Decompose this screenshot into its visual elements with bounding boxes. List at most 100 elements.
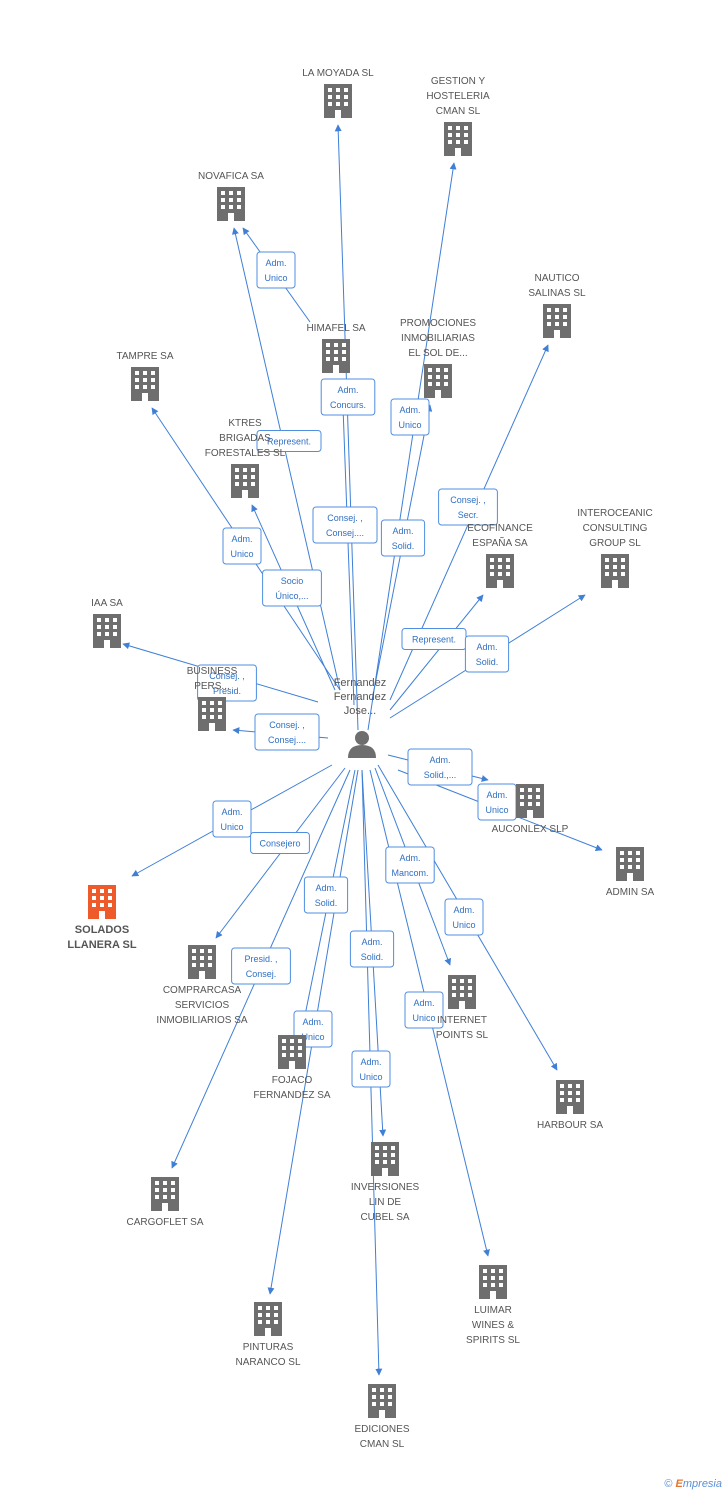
edge-label-text: Adm. [265, 258, 286, 268]
company-node-admin[interactable]: ADMIN SA [606, 847, 655, 898]
edge-label-text: Consej. , [450, 495, 486, 505]
company-node-iaa[interactable]: IAA SA [91, 598, 123, 648]
edge-label-solados[interactable]: Adm.Unico [212, 800, 252, 838]
company-node-novafica[interactable]: NOVAFICA SA [198, 171, 264, 221]
company-name: ESPAÑA SA [472, 536, 528, 549]
edge-label-internet-points[interactable]: Adm.Mancom. [385, 846, 435, 884]
edge-label-promociones[interactable]: Adm.Solid. [380, 519, 426, 557]
edge-label-admin[interactable]: Adm.Unico [477, 783, 517, 821]
company-node-tampre[interactable]: TAMPRE SA [116, 351, 174, 401]
company-name: PROMOCIONES [400, 318, 476, 329]
edge-label-novafica-himafel[interactable]: Adm.Unico [256, 251, 296, 289]
edge-label-box [407, 748, 473, 786]
edge-label-text: Unico [301, 1032, 324, 1042]
building-icon [93, 614, 121, 648]
edge-label-layer: Adm.Concurs.Adm.UnicoRepresent.Adm.Unico… [197, 251, 517, 1088]
company-name: LUIMAR [474, 1305, 512, 1316]
building-icon [616, 847, 644, 881]
edge-label-text: Consej. , [269, 720, 305, 730]
edge-label-comprarcasa[interactable]: Consejero [250, 832, 310, 854]
company-name: EL SOL DE... [408, 348, 467, 359]
edge-label-box [390, 398, 430, 436]
edge-line-ecofinance [389, 594, 484, 711]
edge-label-text: Presid. [213, 686, 241, 696]
edge-label-text: Adm. [221, 807, 242, 817]
edge-label-himafel[interactable]: Consej. ,Consej.... [312, 506, 378, 544]
company-name: SOLADOS [75, 924, 129, 936]
edge-label-auconlex[interactable]: Adm.Solid.,... [407, 748, 473, 786]
company-node-himafel[interactable]: HIMAFEL SA [306, 323, 366, 373]
edge-label-text: Consej. , [209, 671, 245, 681]
edge-label-la-moyada[interactable]: Adm.Concurs. [320, 378, 376, 416]
building-icon [424, 364, 452, 398]
edge-label-text: Secr. [458, 510, 479, 520]
company-node-auconlex[interactable]: AUCONLEX SLP [492, 784, 569, 835]
company-name: BUSINESS [187, 666, 238, 677]
edge-label-text: Unico [359, 1072, 382, 1082]
edge-label-text: Consej.... [268, 735, 306, 745]
company-node-business[interactable]: BUSINESSPERS... [187, 666, 238, 731]
edge-label-nautico-salinas[interactable]: Consej. , Secr. [438, 488, 498, 526]
company-name: BRIGADAS [219, 433, 271, 444]
company-name: LA MOYADA SL [302, 68, 374, 79]
edge-label-interoceanic[interactable]: Adm.Solid. [464, 635, 510, 673]
edge-label-text: Concurs. [330, 400, 366, 410]
edge-label-fojaco[interactable]: Adm.Solid. [303, 876, 349, 914]
building-icon [368, 1384, 396, 1418]
company-node-la-moyada[interactable]: LA MOYADA SL [302, 68, 374, 118]
edge-label-cargoflet[interactable]: Presid. ,Consej. [231, 947, 291, 985]
building-icon [322, 339, 350, 373]
edge-label-gestion-hosteleria[interactable]: Adm.Unico [390, 398, 430, 436]
brand-initial: E [675, 1478, 683, 1490]
company-name: NOVAFICA SA [198, 171, 264, 182]
edge-label-business[interactable]: Consej. , Consej.... [254, 713, 320, 751]
edge-label-iaa[interactable]: Consej. , Presid. [197, 664, 257, 702]
edge-label-box [444, 898, 484, 936]
edge-label-box [212, 800, 252, 838]
edge-label-novafica[interactable]: Represent. [256, 430, 322, 452]
edge-label-ediciones[interactable]: Adm.Unico [351, 1050, 391, 1088]
edge-label-harbour[interactable]: Adm.Unico [444, 898, 484, 936]
edge-label-box [256, 251, 296, 289]
edge-label-box [231, 947, 291, 985]
edge-label-text: Adm. [392, 526, 413, 536]
company-name: AUCONLEX SLP [492, 824, 569, 835]
edge-label-ktres[interactable]: SocioÚnico,... [262, 569, 322, 607]
edge-label-box [464, 635, 510, 673]
edge-label-text: Unico [230, 549, 253, 559]
edge-label-box [385, 846, 435, 884]
edge-label-inversiones[interactable]: Adm.Solid. [349, 930, 395, 968]
company-name: COMPRARCASA [163, 985, 242, 996]
edge-label-luimar[interactable]: Adm.Unico [404, 991, 444, 1029]
building-icon [601, 554, 629, 588]
building-icon [444, 122, 472, 156]
company-node-cargoflet[interactable]: CARGOFLET SA [126, 1177, 204, 1228]
edge-label-text: Represent. [267, 437, 311, 447]
edge-label-ecofinance[interactable]: Represent. [401, 628, 467, 650]
footer-brand: © Empresia [664, 1478, 722, 1490]
company-name: ADMIN SA [606, 887, 655, 898]
edge-label-tampre[interactable]: Adm.Unico [222, 527, 262, 565]
edge-label-text: Solid.,... [424, 770, 457, 780]
edge-label-box [312, 506, 378, 544]
company-name: SPIRITS SL [466, 1335, 520, 1346]
edge-label-text: Consejero [259, 839, 300, 849]
company-name: IAA SA [91, 598, 123, 609]
company-node-harbour[interactable]: HARBOUR SA [537, 1080, 603, 1131]
